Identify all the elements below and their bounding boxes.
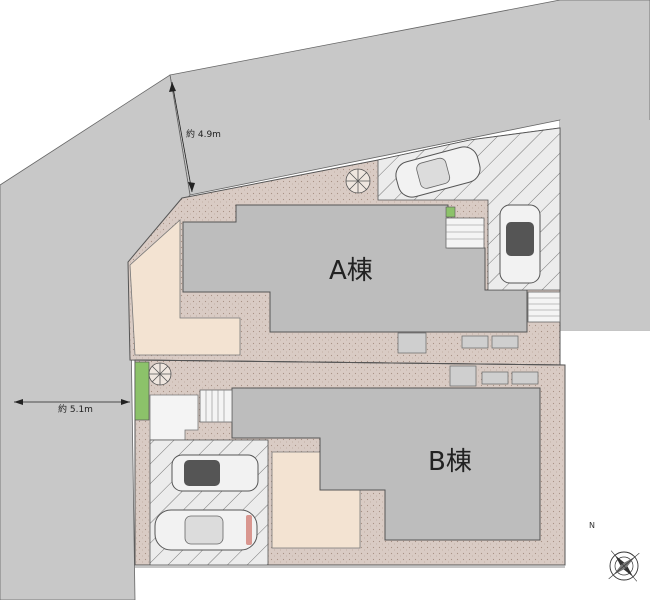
tree-b-icon [148,362,172,386]
unit-b-3 [511,371,539,385]
stairs-icon [445,206,485,249]
building-b [231,387,541,541]
compass-icon [608,550,640,582]
road-left-width-label: 約 5.1m [58,403,93,415]
unit-a-2 [461,335,489,349]
stairs-a-right [527,291,561,323]
lot-divider [134,359,566,366]
dimension-left [14,399,130,405]
building-a-label: A棟 [329,256,373,286]
car-b-2 [154,509,258,551]
unit-a-1 [397,332,427,354]
car-a-2 [499,204,541,284]
north-label: N [589,521,595,530]
planter-b [134,361,150,421]
car-b-1 [171,454,259,492]
dimension-upper [169,81,195,193]
car-icon [395,146,481,198]
road-right-strip [560,120,650,330]
tree-icon [345,168,371,194]
stairs-b [199,389,233,423]
unit-a-3 [491,335,519,349]
lawn-a [129,219,241,356]
unit-b-2 [481,371,509,385]
road-upper-width-label: 約 4.9m [186,128,221,140]
building-b-label: B棟 [428,447,472,477]
unit-b-1 [449,365,477,387]
